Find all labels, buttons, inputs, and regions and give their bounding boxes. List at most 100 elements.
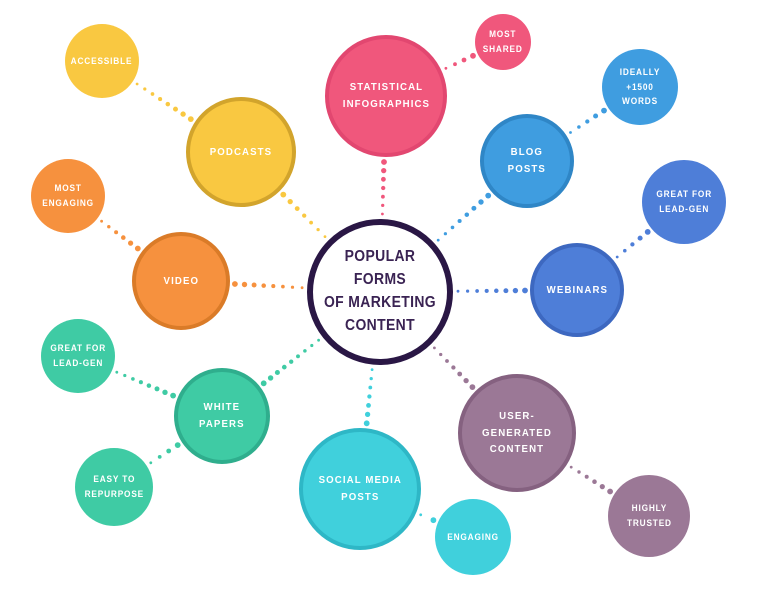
edge-dot (367, 394, 372, 399)
edge-dot (310, 343, 314, 348)
node-label-white-papers: WHITE PAPERS (199, 401, 245, 430)
node-popular-forms-of-marketing-content: POPULAR FORMS OF MARKETING CONTENT (307, 219, 453, 365)
edge-dot (485, 192, 492, 199)
edge-dot (281, 284, 285, 289)
edge-dot (280, 191, 287, 198)
edge-dot (439, 352, 443, 357)
edge-dot (475, 289, 479, 293)
edge-dot (381, 176, 386, 182)
edge-dot (381, 203, 385, 208)
edge-dot (241, 281, 248, 288)
edge-dot (290, 285, 295, 289)
edge-dot (281, 364, 287, 370)
edge-dot (368, 385, 373, 390)
edge-dot (585, 119, 590, 124)
node-blog-posts: BLOG POSTS (480, 114, 574, 208)
edge-dot (134, 245, 141, 252)
edge-dot (128, 240, 134, 246)
edge-dot (174, 442, 181, 448)
edge-dot (471, 205, 477, 211)
edge-dot (296, 354, 300, 359)
edge-dot (294, 206, 300, 212)
edge-dot (592, 479, 597, 485)
edge-dot (309, 220, 313, 225)
node-white-papers: WHITE PAPERS (174, 368, 270, 464)
edge-dot (607, 488, 613, 495)
edge-dot (623, 248, 627, 253)
edge-dot (381, 212, 384, 216)
edge-dot (166, 448, 172, 454)
edge-dot (115, 370, 119, 374)
edge-dot (131, 377, 135, 381)
edge-dot (150, 92, 155, 96)
edge-dot (123, 373, 127, 378)
node-podcasts: PODCASTS (186, 97, 296, 207)
edge-dot (445, 359, 449, 363)
edge-dot (470, 52, 476, 59)
edge-dot (146, 383, 152, 388)
node-social-media-posts: SOCIAL MEDIA POSTS (299, 428, 421, 550)
edge-dot (187, 116, 194, 122)
edge-dot (512, 287, 519, 294)
edge-dot (601, 107, 607, 114)
edge-dot (260, 380, 267, 387)
edge-dot (107, 225, 111, 229)
edge-dot (522, 287, 528, 294)
edge-dot (366, 403, 371, 408)
node-label-accessible: ACCESSIBLE (71, 55, 133, 66)
node-statistical-infographics: STATISTICAL INFOGRAPHICS (325, 35, 447, 157)
edge-dot (451, 365, 456, 370)
edge-dot (369, 376, 373, 381)
edge-dot (457, 218, 462, 224)
edge-dot (165, 101, 171, 107)
edge-dot (170, 392, 177, 399)
edge-dot (121, 235, 126, 240)
edge-dot (381, 167, 387, 174)
edge-dot (503, 288, 509, 294)
node-label-user-generated-content: USER- GENERATED CONTENT (482, 409, 552, 456)
edge-dot (100, 219, 103, 223)
edge-dot (419, 513, 423, 517)
edge-dot (114, 230, 119, 235)
edge-dot (484, 288, 489, 293)
edge-dot (302, 213, 307, 218)
node-webinars: WEBINARS (530, 243, 624, 337)
edge-dot (232, 281, 238, 287)
edge-dot (577, 125, 581, 129)
edge-dot (138, 380, 143, 385)
edge-dot (457, 371, 463, 377)
edge-dot (154, 386, 160, 392)
node-easy-to-repurpose: EASY TO REPURPOSE (75, 448, 153, 526)
edge-dot (143, 87, 147, 91)
node-label-video: VIDEO (163, 274, 199, 287)
edge-dot (463, 377, 469, 384)
edge-dot (593, 113, 599, 119)
node-label-social-media-posts: SOCIAL MEDIA POSTS (318, 474, 402, 503)
edge-dot (317, 338, 320, 342)
edge-dot (180, 111, 186, 117)
node-label-most-engaging: MOST ENGAGING (42, 183, 94, 208)
edge-dot (381, 159, 387, 165)
edge-dot (464, 212, 470, 217)
edge-dot (173, 106, 178, 112)
edge-dot (157, 455, 162, 459)
edge-dot (251, 282, 257, 288)
edge-dot (615, 255, 619, 259)
edge-dot (364, 411, 371, 418)
edge-dot (569, 465, 573, 469)
edge-dot (381, 194, 385, 199)
edge-dot (430, 517, 437, 524)
edge-dot (267, 375, 274, 381)
edge-dot (287, 198, 293, 205)
edge-dot (303, 349, 307, 353)
edge-dot (494, 288, 499, 294)
edge-dot (149, 461, 153, 465)
node-label-engaging: ENGAGING (447, 531, 499, 542)
edge-dot (630, 242, 635, 247)
node-label-blog-posts: BLOG POSTS (507, 146, 547, 175)
node-most-engaging: MOST ENGAGING (31, 159, 105, 233)
node-accessible: ACCESSIBLE (65, 24, 139, 98)
node-label-great-for-lead-gen-webinars: GREAT FOR LEAD-GEN (656, 189, 712, 214)
edge-dot (478, 199, 484, 205)
edge-dot (261, 283, 266, 288)
